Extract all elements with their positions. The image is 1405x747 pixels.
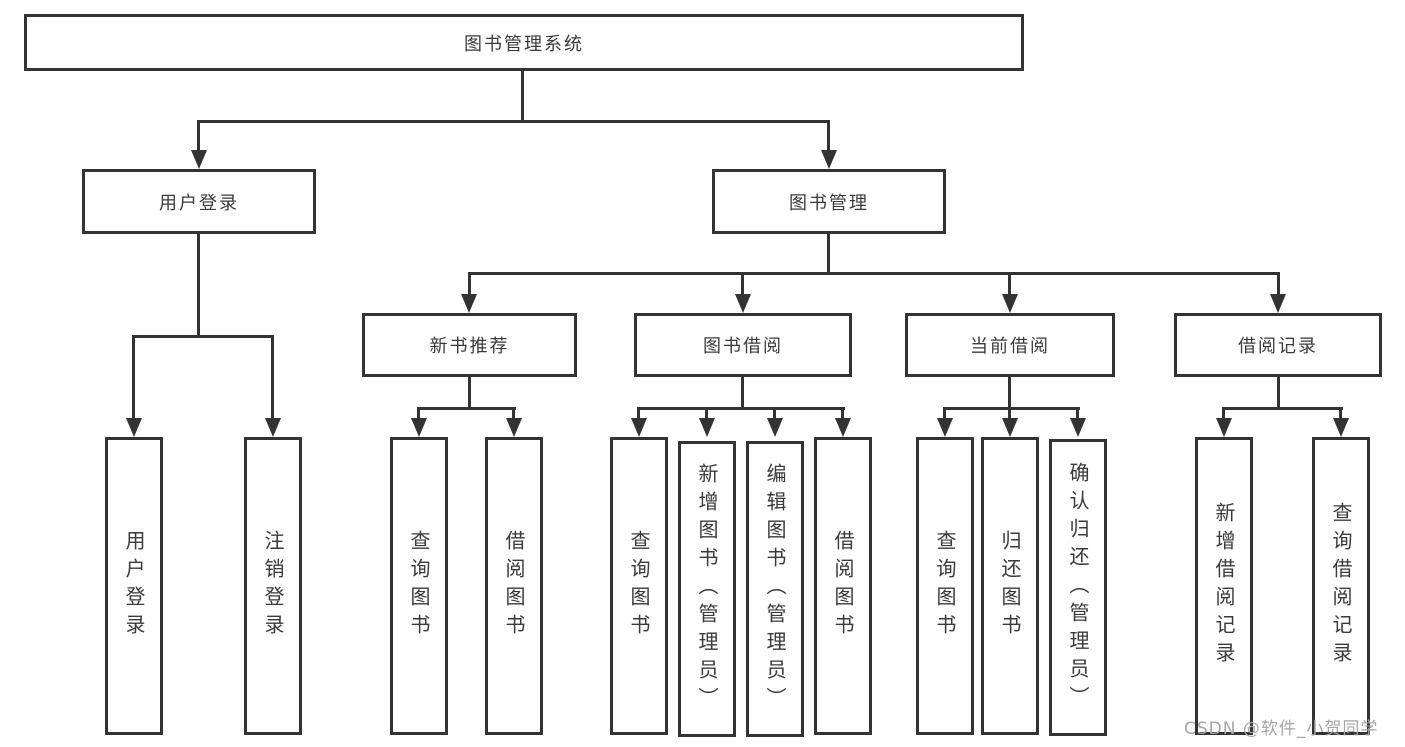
connector-line: [1339, 407, 1342, 419]
connector-line: [468, 272, 1280, 275]
arrowhead-icon: [1333, 418, 1349, 437]
connector-line: [1008, 272, 1011, 295]
node-user-login: 用户登录: [82, 169, 316, 234]
connector-line: [827, 120, 830, 153]
node-book-borrowing-label: 图书借阅: [703, 336, 783, 357]
connector-line: [705, 407, 708, 419]
connector-line: [521, 70, 524, 122]
node-current-borrowing-label: 当前借阅: [970, 336, 1050, 357]
arrowhead-icon: [1270, 294, 1286, 313]
leaf-cb-confirm-return-admin-label: 确认归还（管理员）: [1066, 461, 1090, 714]
connector-line: [637, 407, 640, 419]
connector-line: [132, 335, 274, 338]
connector-line: [1277, 272, 1280, 295]
leaf-cb-query-books-label: 查询图书: [933, 530, 957, 642]
leaf-bb-borrow-books: 借阅图书: [814, 437, 872, 735]
leaf-bb-edit-book-admin: 编辑图书（管理员）: [746, 441, 804, 737]
node-new-book-recommend: 新书推荐: [362, 313, 577, 377]
node-new-book-recommend-label: 新书推荐: [429, 336, 510, 357]
connector-line: [417, 407, 420, 419]
leaf-nb-borrow-books: 借阅图书: [485, 437, 543, 735]
leaf-bb-add-book-admin: 新增图书（管理员）: [678, 441, 736, 737]
connector-line: [1076, 407, 1079, 419]
leaf-cb-confirm-return-admin: 确认归还（管理员）: [1049, 439, 1107, 736]
node-borrowing-records: 借阅记录: [1174, 313, 1382, 377]
connector-line: [841, 407, 844, 419]
leaf-nb-query-books-label: 查询图书: [407, 530, 431, 642]
node-borrowing-records-label: 借阅记录: [1238, 336, 1318, 357]
arrowhead-icon: [699, 418, 715, 437]
arrowhead-icon: [937, 418, 953, 437]
arrowhead-icon: [265, 418, 281, 437]
connector-line: [637, 407, 845, 410]
connector-line: [827, 234, 830, 275]
leaf-user-login: 用户登录: [105, 437, 163, 735]
leaf-bb-query-books-label: 查询图书: [627, 530, 651, 642]
node-book-management: 图书管理: [712, 169, 946, 234]
leaf-bb-borrow-books-label: 借阅图书: [831, 530, 855, 642]
leaf-cb-return-books-label: 归还图书: [998, 530, 1022, 642]
connector-line: [197, 234, 200, 338]
connector-line: [943, 407, 1080, 410]
arrowhead-icon: [506, 418, 522, 437]
arrowhead-icon: [767, 418, 783, 437]
connector-line: [741, 377, 744, 409]
connector-line: [943, 407, 946, 419]
leaf-bb-add-book-admin-label: 新增图书（管理员）: [695, 463, 719, 715]
arrowhead-icon: [1002, 294, 1018, 313]
root-node-label: 图书管理系统: [464, 33, 584, 55]
connector-line: [417, 407, 516, 410]
connector-line: [741, 272, 744, 295]
leaf-logout-label: 注销登录: [261, 530, 285, 642]
arrowhead-icon: [126, 418, 142, 437]
leaf-nb-borrow-books-label: 借阅图书: [502, 530, 526, 642]
connector-line: [132, 335, 135, 419]
connector-line: [1222, 407, 1225, 419]
leaf-br-add-record-label: 新增借阅记录: [1212, 502, 1236, 670]
leaf-bb-edit-book-admin-label: 编辑图书（管理员）: [763, 463, 787, 715]
connector-line: [1008, 377, 1011, 409]
arrowhead-icon: [191, 150, 207, 169]
leaf-logout: 注销登录: [244, 437, 302, 735]
arrowhead-icon: [1216, 418, 1232, 437]
csdn-watermark: CSDN @软件_小贺同学: [1184, 719, 1379, 739]
arrowhead-icon: [461, 294, 477, 313]
root-node: 图书管理系统: [24, 14, 1024, 71]
connector-line: [197, 120, 200, 153]
connector-line: [1277, 377, 1280, 409]
node-book-borrowing: 图书借阅: [634, 313, 852, 377]
node-book-management-label: 图书管理: [789, 192, 869, 214]
arrowhead-icon: [1070, 418, 1086, 437]
connector-line: [468, 272, 471, 295]
leaf-br-add-record: 新增借阅记录: [1195, 437, 1253, 735]
connector-line: [271, 335, 274, 419]
arrowhead-icon: [631, 418, 647, 437]
node-current-borrowing: 当前借阅: [905, 313, 1115, 377]
arrowhead-icon: [835, 418, 851, 437]
leaf-cb-query-books: 查询图书: [916, 437, 974, 735]
arrowhead-icon: [735, 294, 751, 313]
arrowhead-icon: [821, 150, 837, 169]
leaf-nb-query-books: 查询图书: [390, 437, 448, 735]
node-user-login-label: 用户登录: [159, 192, 239, 214]
connector-line: [512, 407, 515, 419]
leaf-bb-query-books: 查询图书: [610, 437, 668, 735]
leaf-br-query-record-label: 查询借阅记录: [1329, 502, 1353, 670]
arrowhead-icon: [411, 418, 427, 437]
arrowhead-icon: [1002, 418, 1018, 437]
leaf-user-login-label: 用户登录: [122, 530, 146, 642]
connector-line: [773, 407, 776, 419]
leaf-cb-return-books: 归还图书: [981, 437, 1039, 735]
connector-line: [1222, 407, 1343, 410]
connector-line: [468, 377, 471, 409]
connector-line: [197, 120, 830, 123]
connector-line: [1008, 407, 1011, 419]
leaf-br-query-record: 查询借阅记录: [1312, 437, 1370, 735]
